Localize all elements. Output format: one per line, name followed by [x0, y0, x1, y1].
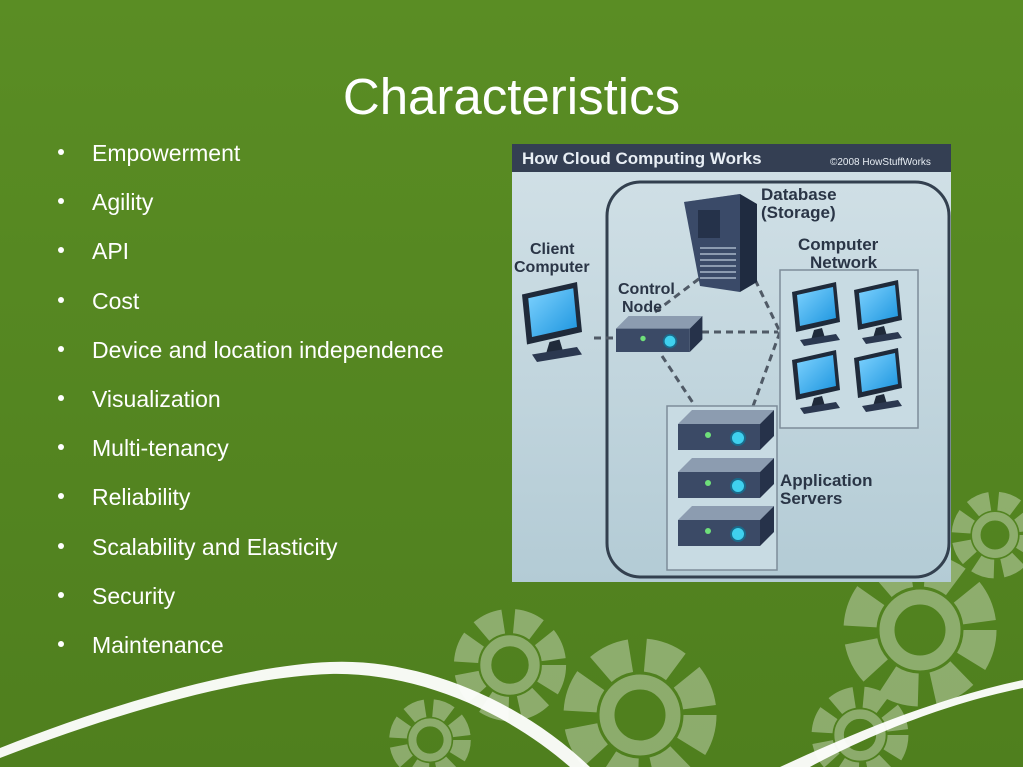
- slide-title: Characteristics: [342, 68, 681, 125]
- bullet-icon: [58, 591, 64, 598]
- bullet-icon: [58, 493, 64, 500]
- bullet-icon: [58, 444, 64, 451]
- control-node-label: Node: [622, 299, 662, 316]
- list-item-text: Device and location independence: [92, 336, 444, 363]
- app-servers-label: Servers: [780, 489, 842, 508]
- control-node-label: Control: [618, 281, 675, 298]
- bullet-icon: [58, 198, 64, 205]
- bullet-icon: [58, 296, 64, 303]
- network-label: Network: [810, 253, 878, 272]
- database-label: Database: [761, 185, 837, 204]
- list-item-text: Multi-tenancy: [92, 435, 229, 462]
- network-label: Computer: [798, 235, 879, 254]
- list-item-text: Security: [92, 582, 176, 609]
- list-item-text: Maintenance: [92, 631, 224, 658]
- bullet-icon: [58, 542, 64, 549]
- bullet-icon: [58, 345, 64, 352]
- app-servers-label: Application: [780, 471, 873, 490]
- client-label: Computer: [514, 259, 590, 276]
- bullet-icon: [58, 394, 64, 401]
- list-item-text: Scalability and Elasticity: [92, 533, 338, 560]
- diagram-copyright: ©2008 HowStuffWorks: [830, 157, 931, 168]
- application-server-icon: [677, 505, 775, 547]
- diagram-header: How Cloud Computing Works: [522, 149, 762, 168]
- list-item-text: Agility: [92, 189, 154, 216]
- application-server-icon: [677, 409, 775, 451]
- bullet-icon: [58, 640, 64, 647]
- database-server-icon: [684, 194, 757, 292]
- database-label: (Storage): [761, 203, 836, 222]
- bullet-icon: [58, 247, 64, 254]
- list-item-text: Visualization: [92, 385, 221, 412]
- cloud-computing-diagram: How Cloud Computing Works ©2008 HowStuff…: [512, 144, 951, 582]
- list-item-text: Reliability: [92, 484, 191, 511]
- client-label: Client: [530, 241, 575, 258]
- list-item-text: Cost: [92, 287, 140, 314]
- application-server-icon: [677, 457, 775, 499]
- list-item-text: Empowerment: [92, 140, 241, 166]
- bullet-icon: [58, 149, 64, 155]
- control-node-icon: [615, 315, 704, 353]
- white-swoosh: [0, 661, 1023, 767]
- list-item-text: API: [92, 238, 130, 265]
